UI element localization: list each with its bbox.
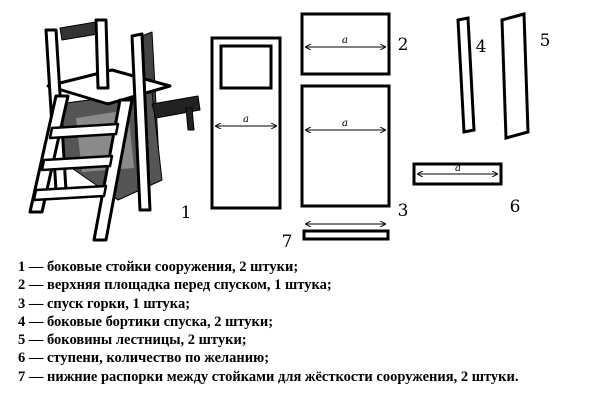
part-2-top-platform: a 2 xyxy=(300,12,409,76)
part-number-4: 4 xyxy=(476,37,487,57)
part-number-1: 1 xyxy=(181,203,192,223)
part-number-5: 5 xyxy=(540,31,551,51)
part-number-7: 7 xyxy=(282,232,293,252)
dimension-a-2: a xyxy=(342,35,348,46)
part-7-lower-strut: 7 xyxy=(282,224,390,252)
assembled-structure-illustration xyxy=(28,18,201,242)
part-1-side-post: a 1 xyxy=(181,36,282,223)
dimension-a-3: a xyxy=(342,118,348,129)
legend-item: 4 — боковые бортики спуска, 2 штуки; xyxy=(18,313,274,330)
legend-item: 6 — ступени, количество по желанию; xyxy=(18,350,270,367)
legend-item: 2 — верхняя площадка перед спуском, 1 шт… xyxy=(18,277,332,294)
parts-diagram: a 1 a 2 a 3 7 4 5 a 6 xyxy=(28,12,551,252)
legend-item: 3 — спуск горки, 1 штука; xyxy=(18,295,191,312)
part-5-ladder-side: 5 xyxy=(500,12,551,140)
part-6-step: a 6 xyxy=(412,162,521,217)
legend-item: 1 — боковые стойки сооружения, 2 штуки; xyxy=(18,259,299,275)
part-number-6: 6 xyxy=(510,197,521,217)
legend-item: 5 — боковины лестницы, 2 штуки; xyxy=(18,332,247,349)
part-number-2: 2 xyxy=(398,35,409,55)
part-3-slide-chute: a 3 xyxy=(300,84,409,221)
parts-legend: 1 — боковые стойки сооружения, 2 штуки; … xyxy=(18,258,593,386)
legend-item: 7 — нижние распорки между стойками для ж… xyxy=(18,368,519,385)
part-number-3: 3 xyxy=(398,201,409,221)
part-4-slide-side-rail: 4 xyxy=(456,16,487,134)
dimension-a-1: a xyxy=(243,114,249,125)
dimension-a-6: a xyxy=(455,163,461,174)
